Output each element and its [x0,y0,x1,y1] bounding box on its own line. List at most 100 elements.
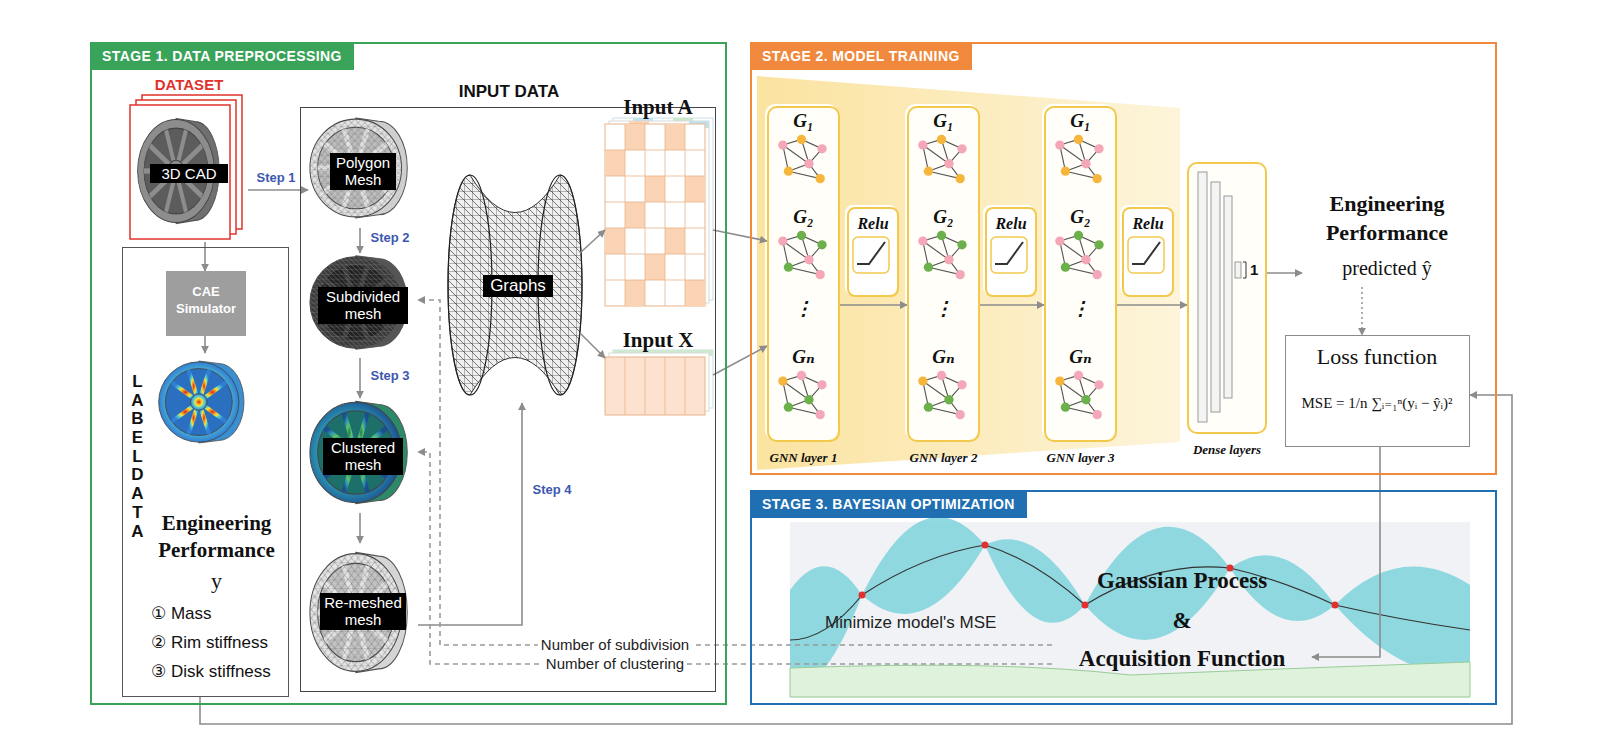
edge-label: Step 3 [367,368,412,384]
network-background [1042,104,1115,440]
simulator-box: CAE Simulator [166,271,246,336]
network-background [757,76,1180,470]
gaussian-process-plot [790,517,1470,690]
mesh-figure: Polygon Mesh [308,113,418,228]
dense-figure [1224,196,1232,398]
mesh-figure: Clustered mesh [308,398,418,513]
output-title: Engineering Performance [1302,190,1472,247]
simulator-label: CAE Simulator [168,284,244,318]
graph-icons [1055,135,1104,184]
network-background [905,104,978,440]
graph-symbol: G₂ [769,206,838,229]
edge-label: Step 1 [253,170,298,186]
adjacency-matrix [605,124,705,306]
activation-label: Relu [1124,214,1172,233]
gnn-layer: G₁G₂⋮GₙGNN layer 2 [907,106,980,442]
graph-icons [778,231,827,280]
graph-icons [918,371,967,420]
graph-symbol: G₁ [1046,110,1115,133]
dataset-figure [130,105,230,239]
relu-icons [1132,242,1160,264]
optimizer-block: Gaussian Process&Acquisition Function [1052,567,1312,682]
layer-caption: GNN layer 1 [749,450,858,466]
feature-matrix [625,357,685,415]
graph-figure: Graphs [448,173,588,403]
graph-symbol: G₁ [769,110,838,133]
graph-icons [778,135,827,184]
adjacency-matrix [625,202,645,228]
dense-figure [1243,262,1246,278]
matrix-figure: Input A [603,95,713,310]
mesh-figures [310,118,407,673]
connector [1361,287,1363,335]
graph-symbol: ⋮ [1046,298,1115,321]
activation-label: Relu [849,214,897,233]
graph-icons [918,231,967,280]
gnn-layer: G₁G₂⋮GₙGNN layer 3 [1044,106,1117,442]
connector [580,333,605,358]
activation-box: Relu [847,207,899,297]
adjacency-matrix [605,150,625,176]
graph-icons [778,371,827,420]
output-size: 1 [1250,261,1258,279]
connector [580,230,605,253]
stage-panel: STAGE 3. BAYESIAN OPTIMIZATIONGaussian P… [750,490,1497,705]
connector [359,228,361,253]
dense-figure [1198,172,1246,422]
graph-symbol: G₂ [1046,206,1115,229]
connector [713,346,767,375]
cae-result-figure [204,334,206,353]
mesh-label: Polygon Mesh [330,153,396,190]
optimizer-title: & [1052,607,1312,635]
label-symbol: y [147,568,286,594]
graph-symbol: ⋮ [909,298,978,321]
metric-item: ③ Disk stiffness [151,662,271,682]
connector [1267,272,1302,274]
dataset-stack: DATASET3D CAD [130,80,248,242]
plot-annotation: Minimize model's MSE [825,613,996,633]
gaussian-process-plot [790,545,1470,640]
graph-label: Graphs [483,275,553,297]
graph-figure [448,175,582,395]
matrix-title: Input X [603,328,713,353]
graph-symbol: Gₙ [769,346,838,369]
activation-box: Relu [1122,207,1174,297]
stage-title: STAGE 1. DATA PREPROCESSING [90,42,354,70]
graph-symbol: ⋮ [769,298,838,321]
relu-icons [1120,205,1172,295]
connector [1117,304,1187,306]
gaussian-process-plot [1082,602,1089,609]
edge-label: Number of clustering [543,655,687,673]
mesh-label: Clustered mesh [323,438,403,475]
layer-caption: Dense layers [1167,442,1287,458]
output-block: Engineering Performancepredicted ŷ [1302,190,1472,287]
network-background [1185,160,1265,432]
layer-caption: GNN layer 3 [1026,450,1135,466]
dense-figure [1235,262,1241,278]
adjacency-matrix [645,176,665,202]
gaussian-process-plot [859,592,866,599]
dataset-title: DATASET [130,76,248,94]
gaussian-process-plot [790,517,1470,698]
loss-box: Loss functionMSE = 1/n ∑ᵢ₌₁ⁿ(yᵢ − ŷᵢ)² [1285,335,1470,447]
graph-symbol: Gₙ [1046,346,1115,369]
mesh-figure: Subdivided mesh [308,253,418,358]
gaussian-process-plot [859,542,1339,609]
metric-item: ② Rim stiffness [151,633,268,653]
matrix-figure: Input X [603,328,713,423]
optimizer-title: Acquisition Function [1052,645,1312,673]
adjacency-matrix [625,280,645,306]
connector [359,513,361,543]
adjacency-matrix [685,176,705,202]
vertical-title: LABEL DATA [129,373,146,541]
relu-icons [853,237,889,273]
mesh-label: Re-meshed mesh [320,593,406,630]
connector [248,189,308,191]
connector [359,358,361,398]
stage-title: STAGE 3. BAYESIAN OPTIMIZATION [750,490,1027,518]
matrix-title: Input A [603,95,713,120]
stage-title: STAGE 2. MODEL TRAINING [750,42,972,70]
edge-label: Step 2 [367,230,412,246]
stage-panel: STAGE 2. MODEL TRAININGG₁G₂⋮GₙGNN layer … [750,42,1497,475]
